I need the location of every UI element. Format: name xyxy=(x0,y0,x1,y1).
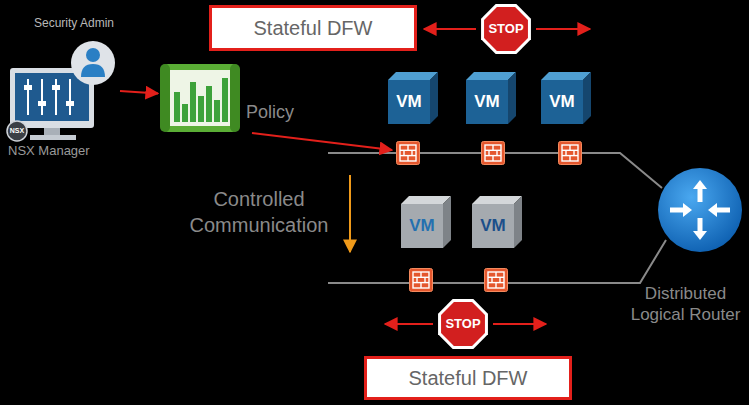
monitor-screen xyxy=(15,73,89,121)
node-text: NSX Manager xyxy=(8,143,120,159)
stop-rim xyxy=(438,299,488,349)
cube-front xyxy=(541,80,583,124)
grid-bar xyxy=(206,86,212,122)
block-arrow xyxy=(385,323,433,325)
cube-side xyxy=(514,196,522,248)
vm-cube: VM xyxy=(401,196,451,248)
node-text: NSX xyxy=(8,126,26,136)
node-text: VM xyxy=(396,92,422,112)
scroll-back xyxy=(160,64,240,132)
grid-bar xyxy=(222,78,228,122)
scroll-roll xyxy=(160,64,170,132)
firewall-icon xyxy=(559,142,582,165)
firewall-icon xyxy=(397,142,420,165)
monitor-base xyxy=(30,135,76,140)
cube-top xyxy=(388,72,438,80)
stop-sign: STOP xyxy=(435,296,491,352)
block-arrow xyxy=(424,28,476,30)
slider-track xyxy=(69,79,71,115)
annotation-text: Controlled Communication xyxy=(170,186,348,238)
router-node: Distributed Logical Router xyxy=(626,165,745,337)
node-text: STOP xyxy=(445,316,480,332)
block-arrow xyxy=(493,323,546,325)
grid-bar xyxy=(190,82,196,122)
user-body xyxy=(81,64,105,77)
router-arrowhead xyxy=(708,203,717,217)
flow-arrow xyxy=(349,175,351,252)
cube-front xyxy=(401,204,443,248)
router-arrowhead xyxy=(693,180,707,189)
policy-icon: Policy xyxy=(158,60,304,136)
vm-cube: VM xyxy=(472,196,522,248)
node-text: VM xyxy=(549,92,575,112)
router-arrowhead xyxy=(683,203,692,217)
cube-front xyxy=(472,204,514,248)
node-outline xyxy=(8,15,120,160)
node-text: Stateful DFW xyxy=(409,366,528,390)
scroll-sheet xyxy=(170,70,230,126)
grid-bar xyxy=(182,104,188,122)
firewall-box: Stateful DFW xyxy=(364,356,572,400)
admin-console: Security AdminNSX NSX Manager xyxy=(8,15,120,160)
firewall-icon xyxy=(410,269,433,292)
nsx-badge xyxy=(7,121,27,141)
grid-bar xyxy=(214,100,220,122)
cube-top xyxy=(466,72,516,80)
grid-bar xyxy=(174,92,180,122)
block-arrow xyxy=(536,28,590,30)
scroll-roll xyxy=(230,64,240,132)
node-text: VM xyxy=(409,216,435,236)
slider-knob xyxy=(38,101,46,106)
router-arrowhead xyxy=(693,231,707,240)
node-text: Stateful DFW xyxy=(254,16,373,40)
node-text: Distributed Logical Router xyxy=(626,283,745,325)
cube-top xyxy=(472,196,522,204)
cube-side xyxy=(430,72,438,124)
slider-track xyxy=(27,79,29,115)
firewall-icon xyxy=(485,269,508,292)
stop-rim xyxy=(481,4,531,54)
vm-cube: VM xyxy=(388,72,438,124)
firewall-box: Stateful DFW xyxy=(209,5,417,51)
slider-track xyxy=(55,79,57,115)
firewall-icon xyxy=(482,142,505,165)
node-text: VM xyxy=(474,92,500,112)
policy-push-arrow xyxy=(252,133,392,150)
user-avatar xyxy=(71,41,115,85)
node-text: VM xyxy=(480,216,506,236)
cube-top xyxy=(541,72,591,80)
user-head xyxy=(86,48,100,62)
stop-face xyxy=(441,302,485,346)
stop-face xyxy=(484,7,528,51)
vm-cube: VM xyxy=(541,72,591,124)
slider-knob xyxy=(66,101,74,106)
connector-arrow xyxy=(120,91,158,93)
cube-side xyxy=(583,72,591,124)
node-text: STOP xyxy=(488,21,523,37)
monitor-stand xyxy=(44,128,60,136)
grid-bar xyxy=(198,96,204,122)
slider-knob xyxy=(24,85,32,90)
node-outline xyxy=(158,60,300,136)
slider-track xyxy=(41,79,43,115)
cube-front xyxy=(466,80,508,124)
node-text: Security Admin xyxy=(34,15,120,31)
cube-side xyxy=(443,196,451,248)
cube-side xyxy=(508,72,516,124)
router-circle xyxy=(658,168,742,252)
cube-top xyxy=(401,196,451,204)
node-text: Policy xyxy=(246,102,304,124)
stop-sign: STOP xyxy=(478,1,534,57)
cube-front xyxy=(388,80,430,124)
slider-knob xyxy=(52,85,60,90)
vm-cube: VM xyxy=(466,72,516,124)
